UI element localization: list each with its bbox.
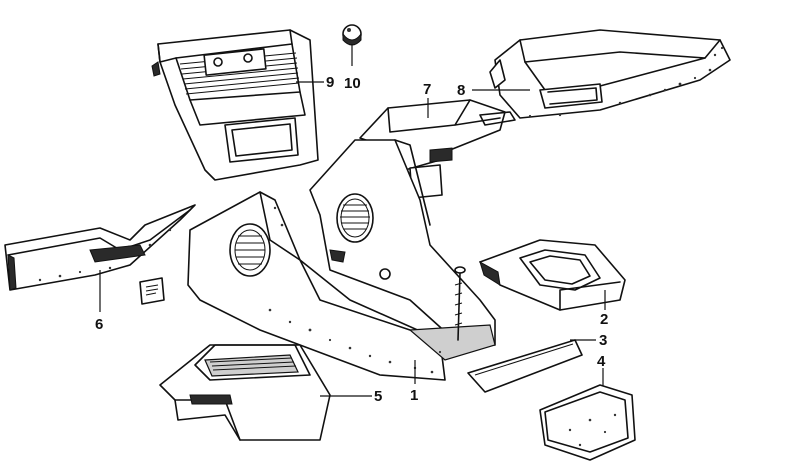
body-texture (268, 206, 442, 374)
callout-3: 3 (599, 332, 607, 349)
part-2-shift-surround (479, 239, 626, 311)
callout-7: 7 (423, 81, 431, 98)
callout-2: 2 (600, 311, 608, 328)
callout-10: 10 (344, 75, 361, 92)
screw (454, 266, 466, 341)
callout-4: 4 (597, 353, 606, 370)
callout-1: 1 (410, 387, 418, 404)
part-4-ashtray (539, 384, 636, 461)
leader-lines (99, 44, 606, 397)
speaker-grille-rear (340, 204, 370, 230)
part-10-knob (342, 24, 362, 46)
trim-texture (38, 228, 172, 282)
callout-8: 8 (457, 82, 465, 99)
callout-9: 9 (326, 74, 334, 91)
part-3-strip (467, 339, 583, 393)
callout-labels: 1 2 3 4 5 6 7 8 9 10 (95, 74, 608, 405)
part-8-tray (489, 29, 731, 119)
callout-6: 6 (95, 316, 103, 333)
part-1-console-body (187, 191, 496, 381)
ashtray-texture (568, 413, 617, 447)
cover-slots (209, 357, 297, 371)
label-plate (139, 277, 165, 305)
part-5-cover-frame (159, 344, 331, 441)
part-6-side-trim (4, 204, 196, 291)
part-9-vent-panel (151, 29, 319, 181)
speaker-grille-front (235, 235, 265, 265)
tray-texture (528, 46, 724, 118)
callout-5: 5 (374, 388, 382, 405)
